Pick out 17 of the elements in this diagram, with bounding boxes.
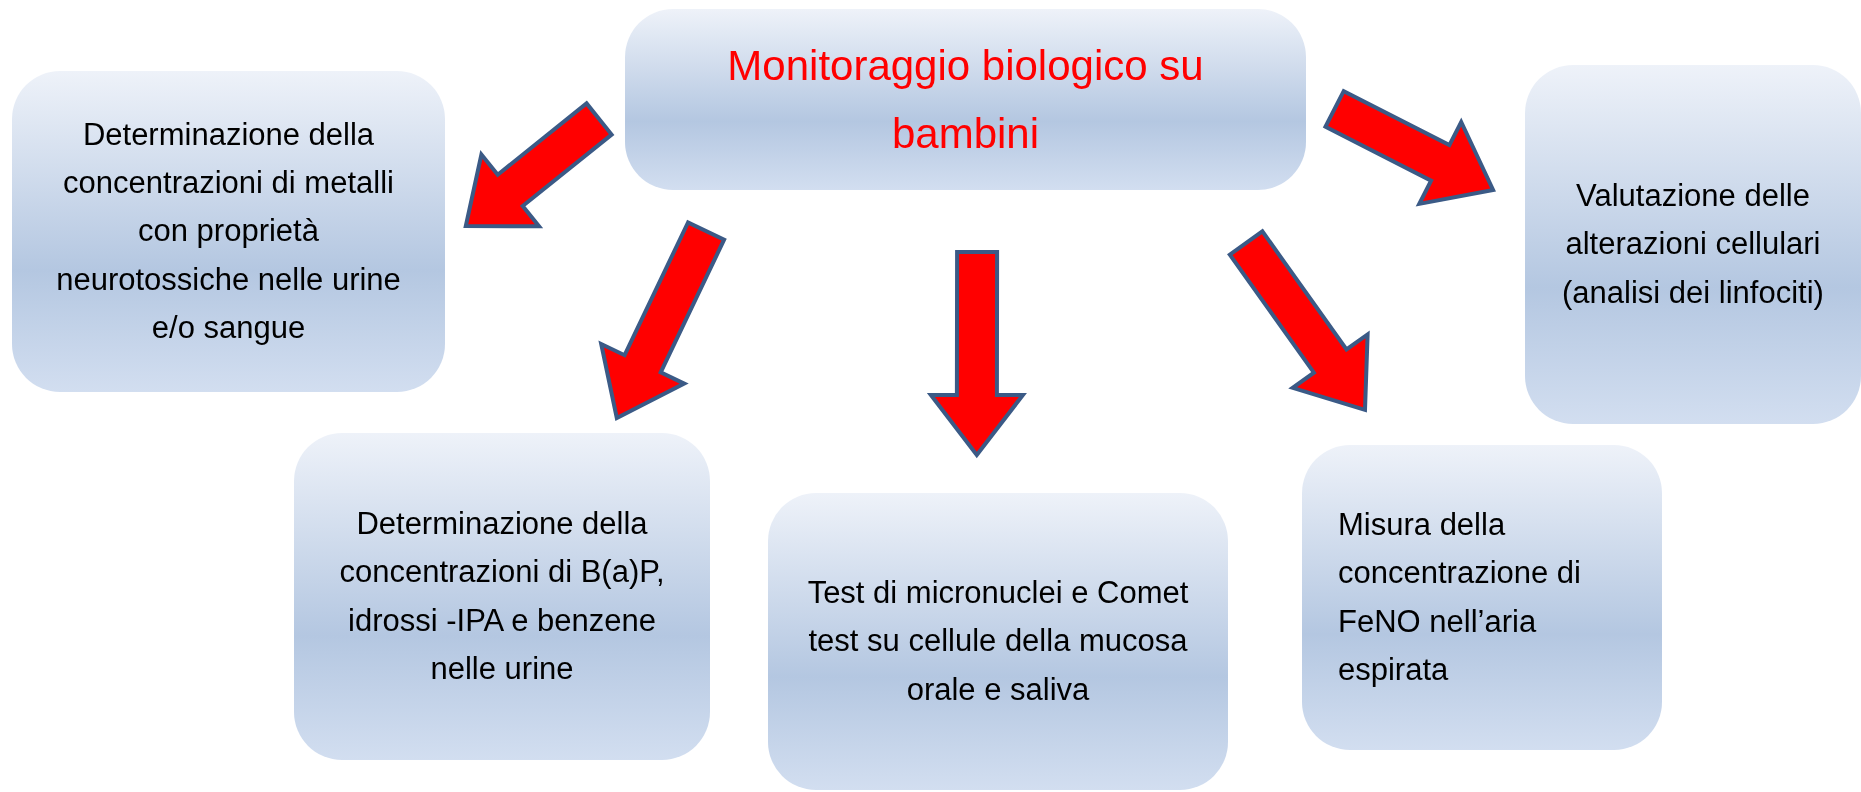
rounded-box (1525, 65, 1861, 424)
box-text: Valutazione delle alterazioni cellulari (analisi dei linfociti) (1561, 177, 1825, 312)
block-arrow (1227, 228, 1370, 413)
block-arrow (1322, 88, 1496, 207)
box-text: Test di micronuclei e Comet test su cellule della mucosa orale e saliva (806, 574, 1190, 709)
block-arrow (598, 219, 727, 421)
rounded-box (625, 9, 1306, 190)
block-arrow (926, 250, 1027, 459)
rounded-box (12, 71, 445, 392)
box-text: Determinazione della concentrazioni di metalli con proprietà neurotossiche nelle urine e/o sangue (55, 116, 402, 347)
rounded-box (1302, 445, 1662, 750)
block-arrow (463, 100, 615, 229)
rounded-box (294, 433, 710, 760)
rounded-box (768, 493, 1228, 790)
title-text: Monitoraggio biologico su bambini (726, 41, 1205, 159)
box-text: Misura della concentrazione di FeNO nell’aria espirata (1338, 506, 1582, 689)
box-text: Determinazione della concentrazioni di B(a)P, idrossi -IPA e benzene nelle urine (338, 505, 666, 688)
